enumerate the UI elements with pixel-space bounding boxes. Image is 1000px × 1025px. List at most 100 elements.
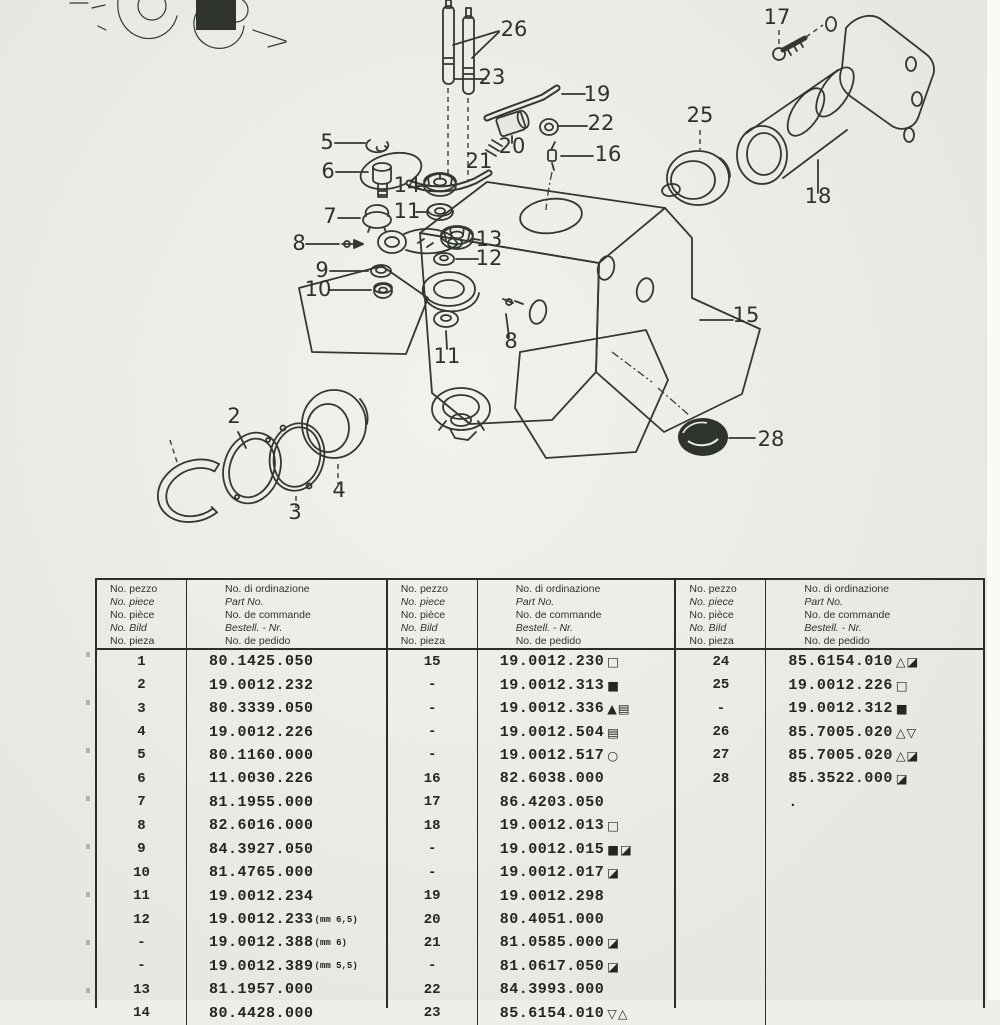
row-part-no: 85.7005.020△▽ — [788, 723, 918, 741]
row-part-no: 82.6016.000 — [209, 817, 314, 835]
row-piece-no: 13 — [97, 978, 187, 1002]
callout-label-25: 25 — [687, 103, 714, 127]
row-piece-no — [676, 837, 767, 861]
part-symbol: ▤ — [607, 724, 621, 740]
row-piece-no — [676, 1001, 767, 1025]
row-piece-no — [676, 790, 767, 815]
row-piece-no: 7 — [97, 790, 187, 815]
parts-table: No. pezzo No. piece No. pièce No. Bild N… — [95, 578, 985, 1025]
row-piece-no: - — [388, 720, 478, 744]
part-symbol: □ — [607, 818, 621, 834]
lever-and-washer-stack — [377, 172, 481, 266]
row-part-no: 19.0012.517○ — [499, 746, 620, 764]
part-symbol: ■ — [895, 701, 909, 717]
row-part-no: 82.6038.000 — [499, 770, 605, 788]
callout-label-11: 11 — [434, 344, 461, 368]
row-part-no: 80.4428.000 — [209, 1004, 314, 1022]
row-part-no: 19.0012.230□ — [499, 653, 621, 671]
row-part-no: 84.3993.000 — [499, 981, 605, 999]
row-piece-no: - — [388, 954, 478, 979]
row-piece-no: 25 — [676, 673, 767, 697]
row-part-no: 80.1160.000 — [209, 746, 314, 764]
bent-pipe-19 — [483, 84, 586, 122]
row-part-no: 19.0012.313■ — [499, 676, 621, 694]
rod-parts-26 — [442, 0, 500, 186]
row-piece-no: - — [388, 673, 478, 697]
row-part-no — [766, 838, 983, 861]
row-part-no: 19.0012.233(mm 6,5) — [209, 911, 358, 929]
callout-label-11: 11 — [394, 199, 421, 223]
parts-table-pair: No. pezzo No. piece No. pièce No. Bild N… — [385, 580, 675, 1025]
part-symbol: ■◪ — [607, 841, 633, 857]
callout-label-23: 23 — [479, 65, 506, 89]
callout-label-6: 6 — [321, 159, 334, 183]
callout-label-16: 16 — [595, 142, 622, 166]
left-fastener-stack — [305, 139, 393, 299]
row-part-no — [766, 884, 983, 907]
row-part-no: 19.0012.017◪ — [499, 864, 621, 882]
row-piece-no: - — [676, 696, 767, 721]
row-piece-no: 8 — [97, 814, 187, 838]
row-part-no: 85.3522.000◪ — [788, 770, 909, 788]
row-part-no: 11.0030.226 — [209, 770, 314, 788]
part-symbol: □ — [607, 654, 621, 670]
row-part-no — [766, 861, 983, 884]
row-piece-no: - — [388, 837, 478, 861]
row-piece-no — [676, 860, 767, 885]
row-piece-no: - — [388, 696, 478, 721]
row-part-no: 80.1425.050 — [209, 653, 314, 671]
part-symbol: ▽△ — [607, 1005, 629, 1021]
row-part-no: 81.0617.050◪ — [499, 957, 621, 975]
highlighted-assembly-area — [196, 0, 236, 30]
row-piece-no: - — [388, 860, 478, 885]
part-symbol: △◪ — [895, 747, 920, 763]
row-piece-no: 26 — [676, 720, 767, 744]
row-part-no: 84.3927.050 — [209, 840, 314, 858]
row-piece-no: - — [388, 743, 478, 768]
row-part-no: 19.0012.013□ — [499, 817, 621, 835]
gasket-plate-bottom — [514, 329, 669, 459]
row-piece-no — [676, 954, 767, 979]
row-part-no: 81.0585.000◪ — [499, 934, 621, 952]
exploded-parts-diagram: 2623192220162117251856141171381291011815… — [69, 0, 935, 524]
row-part-no — [766, 908, 983, 931]
column-header-piece-no: No. pezzo No. piece No. pièce No. Bild N… — [97, 580, 187, 648]
row-part-no: 81.4765.000 — [209, 864, 314, 882]
callout-label-20: 20 — [499, 134, 526, 158]
row-part-no: 19.0012.226□ — [788, 676, 909, 694]
row-part-no: 19.0012.388(mm 6) — [209, 934, 347, 952]
callout-label-17: 17 — [764, 5, 791, 29]
callout-label-15: 15 — [733, 303, 760, 327]
part-symbol: ■ — [607, 677, 621, 693]
row-part-no: 80.3339.050 — [209, 700, 314, 718]
row-part-no: 80.4051.000 — [499, 911, 605, 929]
row-piece-no: 2 — [97, 673, 187, 697]
row-part-no — [766, 931, 983, 954]
callout-label-21: 21 — [466, 149, 493, 173]
row-part-no: 19.0012.336▲▤ — [499, 700, 631, 718]
row-part-no: 19.0012.226 — [209, 723, 314, 741]
part-symbol: □ — [895, 677, 909, 693]
row-piece-no — [676, 931, 767, 955]
row-part-no: 19.0012.312■ — [788, 700, 909, 718]
bushing-25 — [666, 130, 731, 206]
row-part-no: 19.0012.504▤ — [499, 723, 621, 741]
callout-label-28: 28 — [758, 427, 785, 451]
parts-table-pair: No. pezzo No. piece No. pièce No. Bild N… — [97, 580, 386, 1025]
row-part-no — [766, 955, 983, 978]
row-piece-no: 23 — [388, 1001, 478, 1025]
row-piece-no: 15 — [388, 650, 478, 674]
part-symbol: △▽ — [895, 724, 918, 740]
part-symbol: ▲▤ — [607, 701, 631, 717]
callout-label-2: 2 — [227, 404, 240, 428]
row-part-no: 81.1957.000 — [209, 981, 314, 999]
row-piece-no: 22 — [388, 978, 478, 1002]
tractor-location-thumbnail — [69, 0, 287, 49]
part-symbol: ◪ — [607, 935, 621, 951]
housing-18-with-flange — [736, 14, 935, 194]
row-piece-no: 17 — [388, 790, 478, 815]
row-part-no: 85.6154.010▽△ — [499, 1004, 629, 1022]
